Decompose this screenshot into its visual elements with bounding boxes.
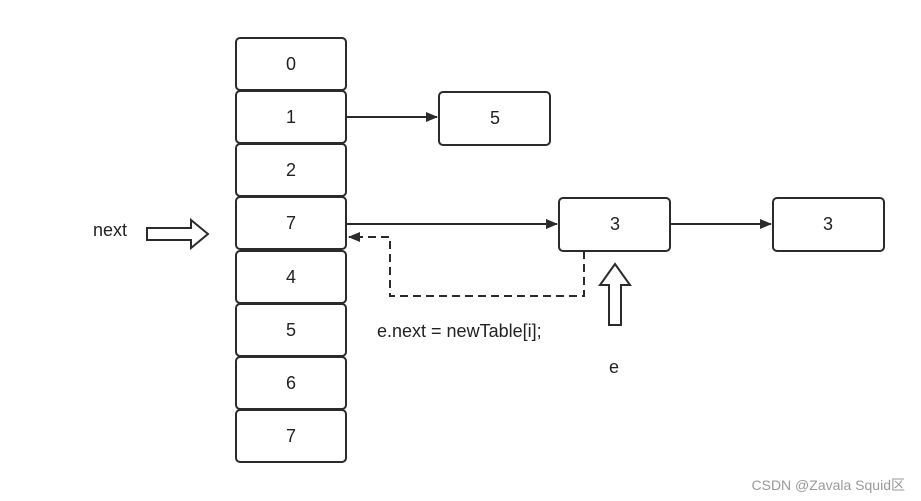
dashed-next-reassign-arrow [348, 232, 585, 297]
node-three-next: 3 [772, 197, 885, 252]
bucket-cell-7: 7 [235, 409, 347, 463]
watermark-text: CSDN @Zavala Squid区 [752, 477, 906, 493]
bucket-cell-6: 6 [235, 356, 347, 410]
bucket-cell-4: 4 [235, 250, 347, 304]
node-five: 5 [438, 91, 551, 146]
svg-text:3: 3 [823, 214, 833, 234]
bucket-cell-2: 2 [235, 143, 347, 197]
svg-text:3: 3 [610, 214, 620, 234]
svg-text:5: 5 [286, 320, 296, 340]
entry-pointer-label: e [609, 357, 619, 377]
node-three-entry: 3 [558, 197, 671, 252]
svg-text:0: 0 [286, 54, 296, 74]
next-pointer-label: next [93, 220, 127, 240]
svg-text:6: 6 [286, 373, 296, 393]
bucket-cell-3: 7 [235, 196, 347, 250]
code-annotation: e.next = newTable[i]; [377, 321, 542, 341]
bucket-cell-5: 5 [235, 303, 347, 357]
svg-text:4: 4 [286, 267, 296, 287]
next-pointer-arrow [146, 217, 210, 251]
svg-text:7: 7 [286, 213, 296, 233]
svg-text:5: 5 [490, 108, 500, 128]
svg-text:1: 1 [286, 107, 296, 127]
svg-text:2: 2 [286, 160, 296, 180]
bucket-cell-1: 1 [235, 90, 347, 144]
svg-text:7: 7 [286, 426, 296, 446]
bucket-cell-0: 0 [235, 37, 347, 91]
bucket-array: 0 1 2 7 4 5 6 7 [235, 37, 347, 463]
entry-pointer-arrow [598, 262, 632, 326]
